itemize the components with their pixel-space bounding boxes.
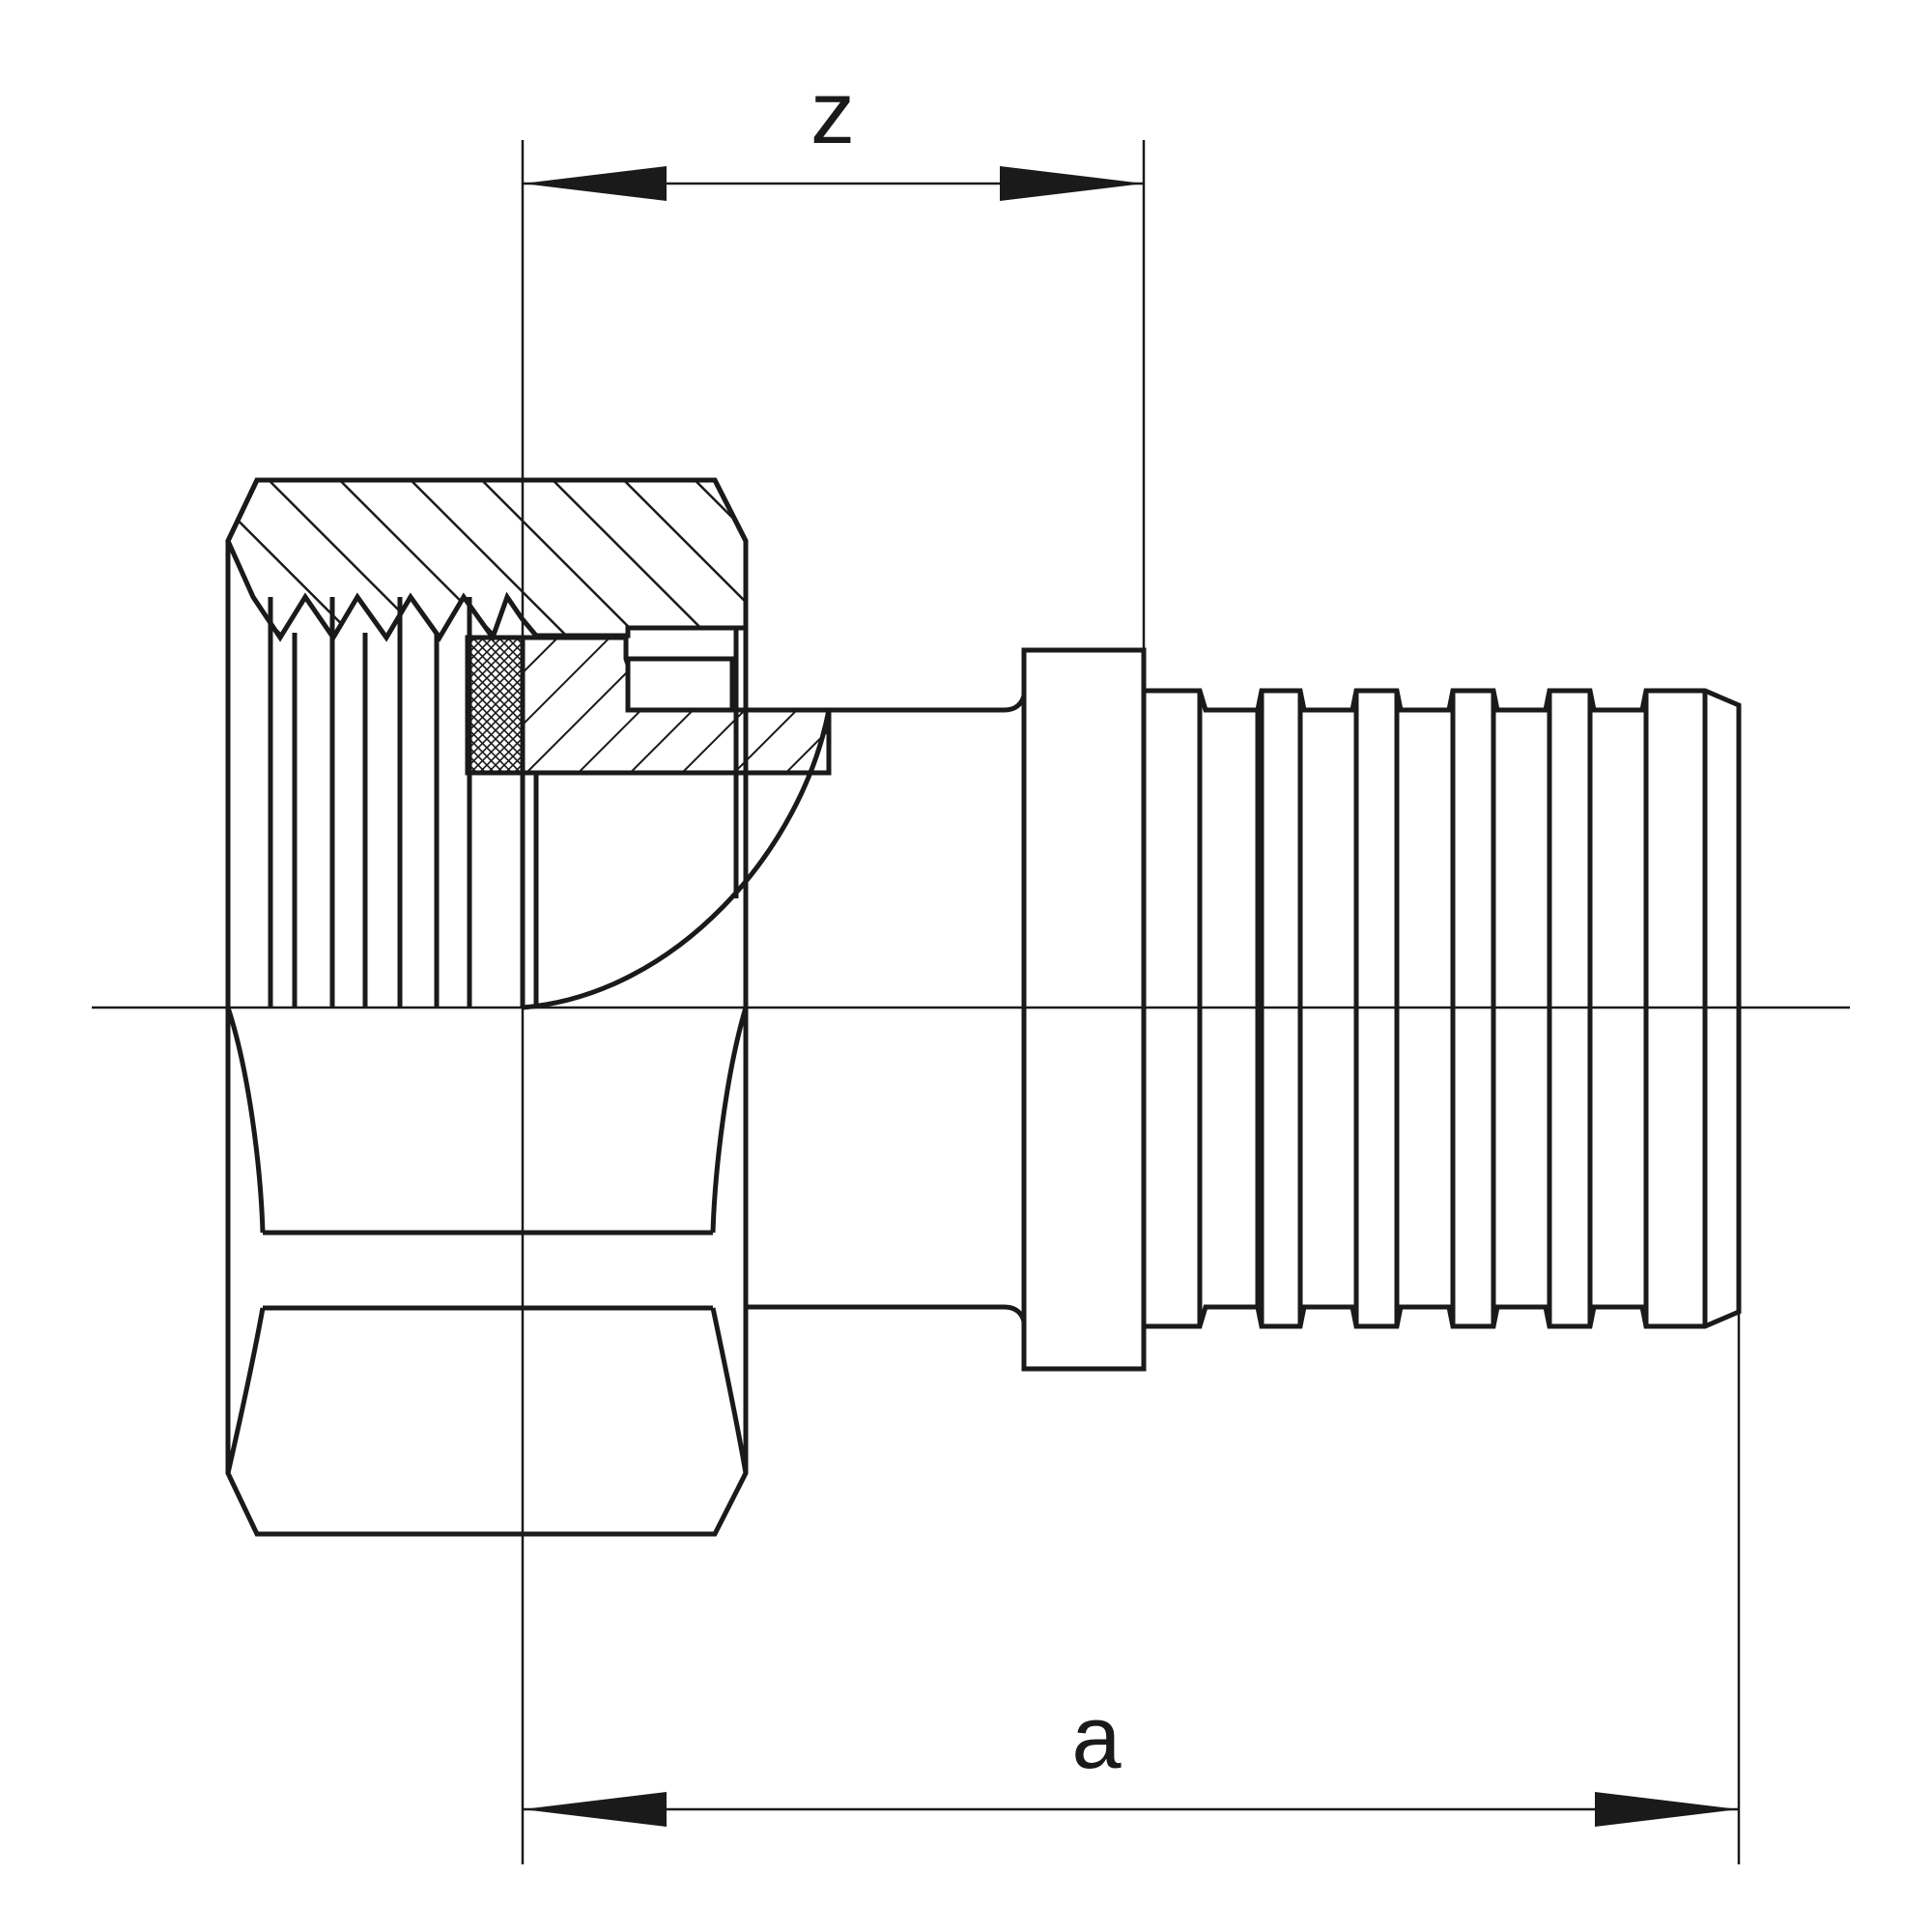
nut-section-hatch [225, 477, 749, 643]
union-nut [225, 477, 749, 1537]
dimension-z-label: z [810, 64, 855, 162]
dimension-a-label: a [1071, 1689, 1122, 1787]
fitting-flange [1021, 647, 1147, 1372]
spigot-ribs [1255, 688, 1742, 1329]
seal-gasket [465, 635, 526, 776]
dimension-z: z [521, 64, 1146, 1555]
barbed-spigot [1141, 688, 1742, 1329]
dimension-a: a [521, 1312, 1741, 1864]
fitting-body-section [520, 635, 1027, 1322]
thread-lines [268, 597, 472, 1008]
